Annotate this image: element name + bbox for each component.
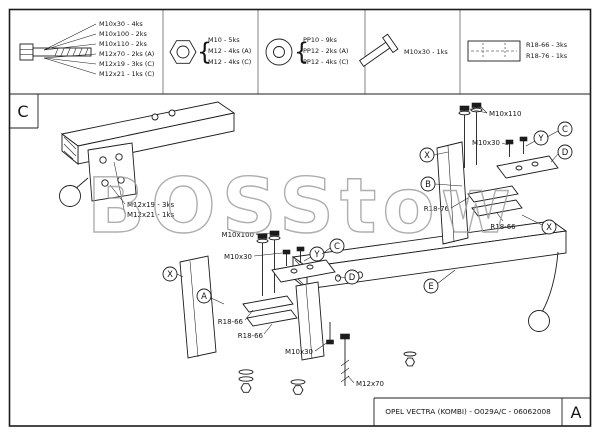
plate-size-item: R18-66 - 3ks [526,41,568,49]
callout-x-left: X [419,147,449,163]
bolt-size-item: M10x100 - 2ks [99,30,148,38]
washer-group-brace: { [294,38,309,66]
right-plate-top-label: R18-76 [424,205,450,213]
angled-bolt-icon [358,33,399,67]
svg-text:D: D [349,273,356,283]
callout-x: X [162,266,184,282]
parts-strip: M10x30 - 4ks M10x100 - 2ks M10x110 - 2ks… [19,20,568,78]
callout-x-right: X [521,214,557,235]
callout-c: C [321,238,345,255]
nut-size-item: M12 - 4ks (A) [208,47,251,55]
page-letter: A [571,403,582,422]
beam-bolt-label: M12x70 [356,380,384,388]
nut-group-brace: { [197,38,212,66]
washer-icon [265,38,293,66]
view-c-bolt-label: M12x21 - 1ks [127,211,174,219]
svg-text:Y: Y [537,134,544,144]
bolt-size-item: M12x70 - 2ks (A) [99,50,154,58]
svg-text:D: D [562,148,569,158]
crossbeam-assembly: E [291,220,568,332]
svg-text:C: C [562,125,568,135]
bolt-size-list: M10x30 - 4ks M10x100 - 2ks M10x110 - 2ks… [99,20,154,78]
callout-y: Y [303,246,325,262]
washer-size-item: PP12 - 2ks (A) [303,47,348,55]
svg-text:X: X [167,270,173,280]
nut-size-list: M10 - 5ks M12 - 4ks (A) M12 - 4ks (C) [208,36,251,66]
right-long-bolt-label: M10x110 [489,110,521,118]
bolt-size-item: M10x30 - 4ks [99,20,143,28]
nut-size-item: M10 - 5ks [208,36,240,44]
right-short-bolt-label: M10x30 [472,139,500,147]
washer-size-list: PP10 - 9ks PP12 - 2ks (A) PP12 - 4ks (C) [303,36,349,66]
bottom-fasteners: M12x70 [238,333,417,395]
washer-size-item: PP10 - 9ks [303,36,337,44]
svg-text:C: C [334,242,340,252]
plate-size-item: R18-76 - 1ks [526,52,568,60]
stud-size-item: M10x30 - 1ks [404,48,448,56]
bolt-size-item: M12x19 - 3ks (C) [99,60,154,68]
left-plate-top-label: R18-66 [218,318,244,326]
view-c-letter: C [17,102,28,121]
callout-d: D [336,269,360,285]
left-short-bolt-bottom-label: M10x30 [285,348,313,356]
watermark-text: BOSStow [87,161,517,250]
svg-text:A: A [201,292,207,302]
svg-text:X: X [546,223,552,233]
left-plate-bottom-label: R18-66 [238,332,264,340]
callout-e: E [423,269,456,294]
callout-b: B [420,176,463,192]
svg-text:Y: Y [313,250,320,260]
view-c-detail: M12x19 - 3ks M12x21 - 1ks [59,101,236,219]
hex-nut-icon [169,40,197,64]
washer-size-item: PP12 - 4ks (C) [303,58,349,66]
callout-d: D [550,144,573,163]
hex-bolt-side-icon [19,23,97,75]
callout-a: A [196,288,225,305]
plate-size-list: R18-66 - 3ks R18-76 - 1ks [526,41,568,60]
drawing-frame: C OPEL VECTRA (KOMBI) - O029A/C - 060620… [8,8,592,427]
callout-y: Y [525,130,549,147]
bolt-size-item: M12x21 - 1ks (C) [99,70,154,78]
right-plate-bottom-label: R18-66 [490,223,516,231]
nut-size-item: M12 - 4ks (C) [208,58,251,66]
svg-text:E: E [428,282,433,292]
svg-text:B: B [425,180,431,190]
left-mount-assembly: M10x100 M10x30 R18-66 R18-66 M10x30 X [162,230,360,361]
left-long-bolt-label: M10x100 [222,231,254,239]
left-short-bolt-top-label: M10x30 [224,253,252,261]
right-mount-assembly: M10x110 M10x30 R18-76 R18-66 X B [419,102,573,245]
bolt-size-item: M10x110 - 2ks [99,40,148,48]
svg-text:X: X [424,151,430,161]
title-block-text: OPEL VECTRA (KOMBI) - O029A/C - 06062008 [385,407,551,416]
callout-c: C [546,121,573,138]
view-c-bolt-label: M12x19 - 3ks [127,201,174,209]
spacer-plate-icon [467,40,521,62]
